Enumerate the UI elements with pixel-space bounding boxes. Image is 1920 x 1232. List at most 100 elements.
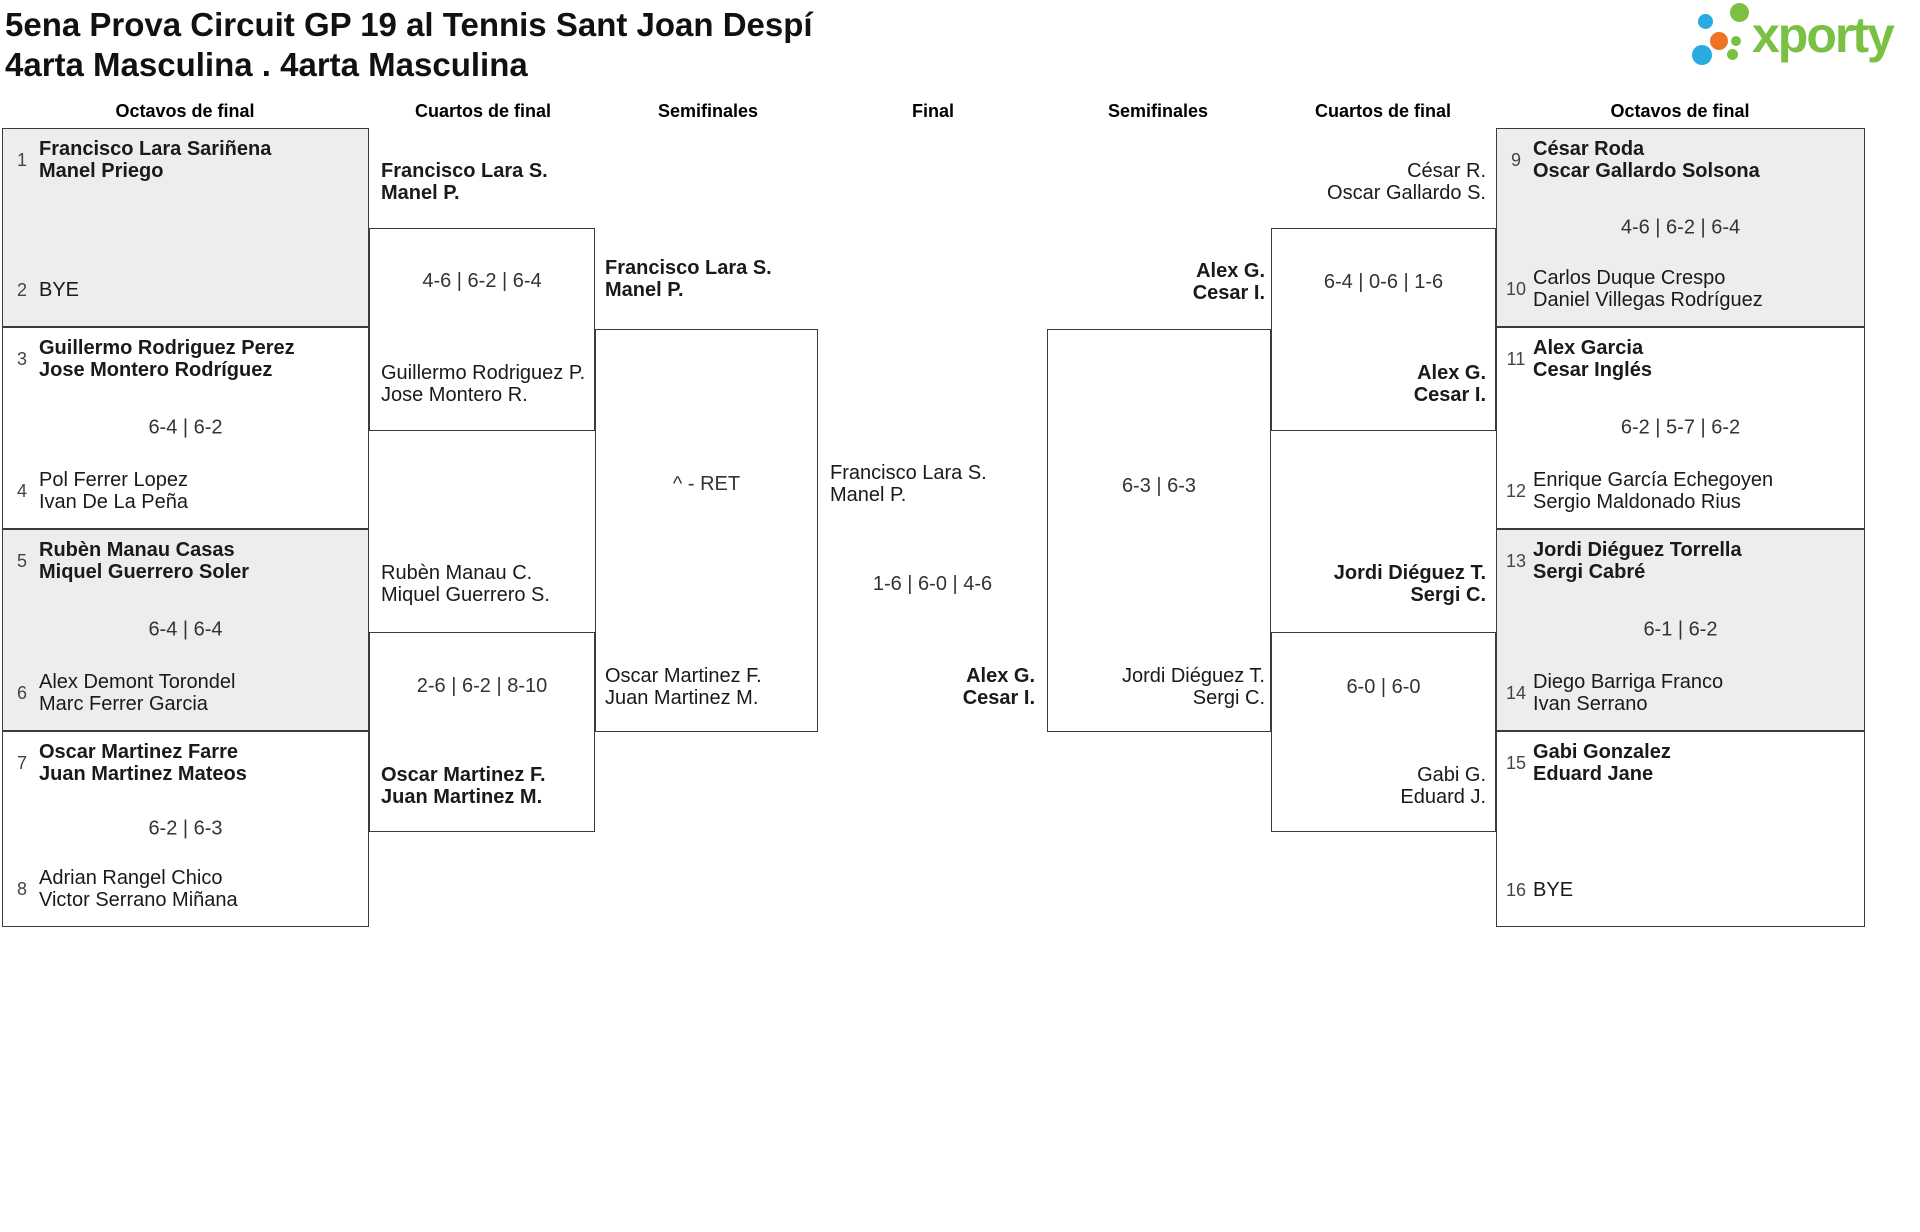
team-names: Diego Barriga Franco Ivan Serrano [1533, 671, 1723, 715]
logo-wordmark: xporty [1752, 7, 1895, 63]
team-names: César Roda Oscar Gallardo Solsona [1533, 138, 1760, 182]
qf-left-2-top-names: Rubèn Manau C. Miquel Guerrero S. [381, 562, 550, 606]
match-box-r16-left-1: 1 Francisco Lara Sariñena Manel Priego 2… [2, 128, 369, 327]
match-box-r16-right-4: 15 Gabi Gonzalez Eduard Jane 16 BYE [1496, 731, 1865, 927]
match-box-qf-right-2 [1271, 632, 1496, 832]
team-names: Jordi Diéguez Torrella Sergi Cabré [1533, 539, 1742, 583]
seed-number: 6 [16, 683, 27, 703]
match-participant: 12 Enrique García Echegoyen Sergio Maldo… [1506, 469, 1856, 513]
logo-dot-orange-icon [1710, 32, 1728, 50]
match-box-qf-left-1 [369, 228, 595, 431]
sf-left-top-names: Francisco Lara S. Manel P. [605, 257, 772, 301]
match-participant: 1 Francisco Lara Sariñena Manel Priego [12, 138, 360, 182]
team-names: Guillermo Rodriguez Perez Jose Montero R… [39, 337, 295, 381]
seed-number: 5 [16, 551, 27, 571]
match-participant: 11 Alex Garcia Cesar Inglés [1506, 337, 1856, 381]
final-left-names: Francisco Lara S. Manel P. [830, 462, 987, 506]
match-participant: 6 Alex Demont Torondel Marc Ferrer Garci… [12, 671, 360, 715]
player-name: Jordi Diéguez T. [1333, 562, 1486, 584]
player-name: Ivan Serrano [1533, 693, 1648, 715]
player-name: Manel P. [605, 279, 684, 301]
player-name: Guillermo Rodriguez Perez [39, 337, 295, 359]
seed-number: 15 [1506, 753, 1527, 773]
player-name: Manel P. [830, 484, 907, 506]
seed-number: 3 [16, 349, 27, 369]
team-names: Alex Demont Torondel Marc Ferrer Garcia [39, 671, 235, 715]
match-score: 6-2 | 5-7 | 6-2 [1620, 416, 1741, 439]
player-name: Rubèn Manau C. [381, 562, 533, 584]
match-box-r16-left-2: 3 Guillermo Rodriguez Perez Jose Montero… [2, 327, 369, 529]
player-name: Cesar I. [962, 687, 1035, 709]
qf-right-2-bottom-names: Gabi G. Eduard J. [1400, 764, 1486, 808]
player-name: Diego Barriga Franco [1533, 671, 1724, 693]
player-name: Gabi G. [1417, 764, 1486, 786]
player-name: Sergi Cabré [1533, 561, 1646, 583]
player-name: Francisco Lara Sariñena [39, 138, 272, 160]
round-header-cuartos-left: Cuartos de final [414, 101, 552, 121]
player-name: Jordi Diéguez T. [1121, 665, 1265, 687]
team-names: Enrique García Echegoyen Sergio Maldonad… [1533, 469, 1773, 513]
seed-number: 11 [1506, 349, 1526, 369]
match-score: 6-4 | 6-2 [148, 416, 223, 439]
match-box-qf-right-1 [1271, 228, 1496, 431]
round-header-semis-right: Semifinales [1107, 101, 1209, 121]
match-box-r16-right-1: 9 César Roda Oscar Gallardo Solsona 4-6 … [1496, 128, 1865, 327]
qf-left-1-score: 4-6 | 6-2 | 6-4 [422, 270, 542, 292]
player-name: Pol Ferrer Lopez [39, 469, 188, 491]
team-names: Oscar Martinez Farre Juan Martinez Mateo… [39, 741, 247, 785]
player-name: Oscar Gallardo Solsona [1533, 160, 1760, 182]
logo-dot-green-small-icon [1727, 49, 1738, 60]
sf-right-top-names: Alex G. Cesar I. [1193, 260, 1265, 304]
match-score: 4-6 | 6-2 | 6-4 [1620, 216, 1741, 238]
page-title-line2: 4arta Masculina . 4arta Masculina [5, 46, 528, 83]
player-name: Juan Martinez M. [605, 687, 759, 709]
player-name: Sergi C. [1192, 687, 1265, 709]
match-box-qf-left-2 [369, 632, 595, 832]
page-title-line1: 5ena Prova Circuit GP 19 al Tennis Sant … [5, 6, 813, 43]
match-score: 6-4 | 6-4 [148, 618, 223, 641]
team-names: Francisco Lara Sariñena Manel Priego [39, 138, 271, 182]
sf-left-score: ^ - RET [672, 473, 741, 495]
final-right-names: Alex G. Cesar I. [963, 665, 1035, 709]
seed-number: 2 [16, 280, 27, 300]
match-participant: 2 BYE [12, 279, 360, 301]
match-box-sf-right [1047, 329, 1271, 732]
player-name: Jordi Diéguez Torrella [1533, 539, 1742, 561]
logo-dot-blue-big-icon [1692, 45, 1712, 65]
seed-number: 7 [16, 753, 27, 773]
player-name: Oscar Gallardo S. [1327, 182, 1486, 204]
player-name: BYE [1533, 879, 1574, 901]
logo-dot-blue-small-icon [1698, 14, 1713, 29]
player-name: Juan Martinez Mateos [39, 763, 247, 785]
player-name: Juan Martinez M. [381, 786, 543, 808]
player-name: Carlos Duque Crespo [1533, 267, 1726, 289]
qf-left-1-bottom-names: Guillermo Rodriguez P. Jose Montero R. [381, 362, 585, 406]
match-participant: 16 BYE [1506, 879, 1856, 901]
seed-number: 13 [1506, 551, 1527, 571]
player-name: Manel P. [381, 182, 460, 204]
qf-right-2-score: 6-0 | 6-0 [1346, 676, 1421, 698]
seed-number: 1 [16, 150, 27, 170]
team-names: Pol Ferrer Lopez Ivan De La Peña [39, 469, 188, 513]
match-participant: 13 Jordi Diéguez Torrella Sergi Cabré [1506, 539, 1856, 583]
match-box-r16-right-2: 11 Alex Garcia Cesar Inglés 6-2 | 5-7 | … [1496, 327, 1865, 529]
player-name: Adrian Rangel Chico [39, 867, 223, 889]
match-participant: 7 Oscar Martinez Farre Juan Martinez Mat… [12, 741, 360, 785]
player-name: Manel Priego [39, 160, 164, 182]
player-name: Guillermo Rodriguez P. [381, 362, 586, 384]
round-header-final: Final [911, 101, 955, 121]
player-name: Francisco Lara S. [381, 160, 548, 182]
seed-number: 9 [1510, 150, 1521, 170]
match-participant: 4 Pol Ferrer Lopez Ivan De La Peña [12, 469, 360, 513]
match-participant: 8 Adrian Rangel Chico Victor Serrano Miñ… [12, 867, 360, 911]
player-name: Cesar I. [1192, 282, 1265, 304]
player-name: BYE [39, 279, 80, 301]
player-name: César Roda [1533, 138, 1645, 160]
seed-number: 14 [1506, 683, 1527, 703]
player-name: Jose Montero Rodríguez [39, 359, 273, 381]
player-name: Oscar Martinez F. [381, 764, 546, 786]
qf-left-2-score: 2-6 | 6-2 | 8-10 [416, 675, 548, 697]
match-box-sf-left [595, 329, 818, 732]
team-names: Adrian Rangel Chico Victor Serrano Miñan… [39, 867, 238, 911]
